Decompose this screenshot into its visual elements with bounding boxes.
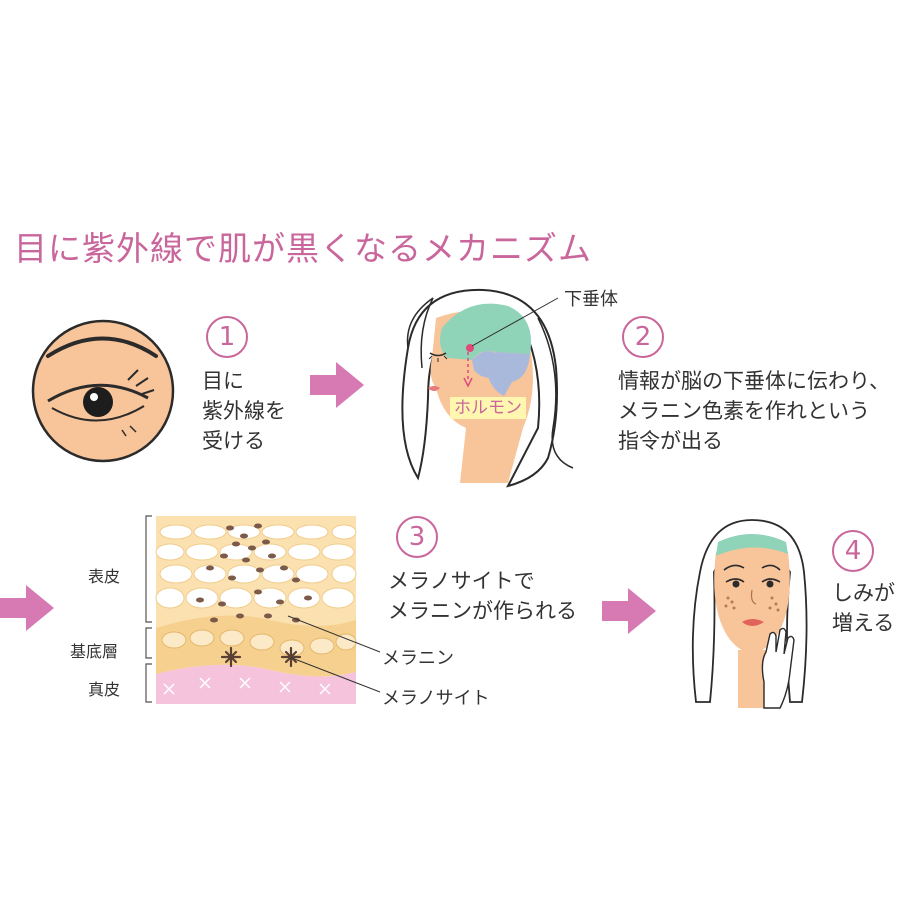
arrow-right-icon (602, 588, 656, 634)
arrow-right-icon (0, 585, 54, 631)
epidermis-label: 表皮 (88, 567, 121, 586)
diagram-title: 目に紫外線で肌が黒くなるメカニズム (14, 229, 592, 268)
step-1-line: 紫外線を (202, 399, 286, 423)
step-2-line: 指令が出る (618, 429, 723, 453)
step-4-line: しみが (832, 581, 895, 605)
pituitary-label: 下垂体 (564, 289, 618, 310)
step-2-text: 情報が脳の下垂体に伝わり、 メラニン色素を作れという 指令が出る (618, 366, 890, 456)
skin-layers-illustration (145, 515, 381, 704)
face-spots-illustration (691, 519, 808, 709)
step-3-line: メラニンが作られる (388, 599, 577, 623)
step-4-text: しみが 増える (832, 578, 895, 638)
step-1-line: 受ける (202, 429, 265, 453)
head-brain-illustration (401, 288, 574, 488)
arrow-right-icon (310, 362, 364, 408)
step-2-line: メラニン色素を作れという (618, 399, 870, 423)
step-4-number: 4 (832, 530, 874, 572)
melanocyte-label: メラノサイト (382, 688, 490, 709)
basal-layer-label: 基底層 (70, 642, 119, 661)
step-2-line: 情報が脳の下垂体に伝わり、 (618, 369, 891, 393)
step-1-number: 1 (206, 316, 248, 358)
step-4-line: 増える (832, 611, 895, 635)
melanin-label: メラニン (382, 648, 454, 669)
step-1-line: 目に (202, 369, 244, 393)
step-2-number: 2 (622, 316, 664, 358)
step-3-number: 3 (396, 516, 438, 558)
step-3-text: メラノサイトで メラニンが作られる (388, 566, 577, 626)
step-1-text: 目に 紫外線を 受ける (202, 366, 286, 456)
step-3-line: メラノサイトで (388, 569, 535, 593)
hormone-label: ホルモン (450, 397, 526, 419)
dermis-label: 真皮 (88, 680, 121, 699)
eye-illustration (31, 319, 175, 463)
